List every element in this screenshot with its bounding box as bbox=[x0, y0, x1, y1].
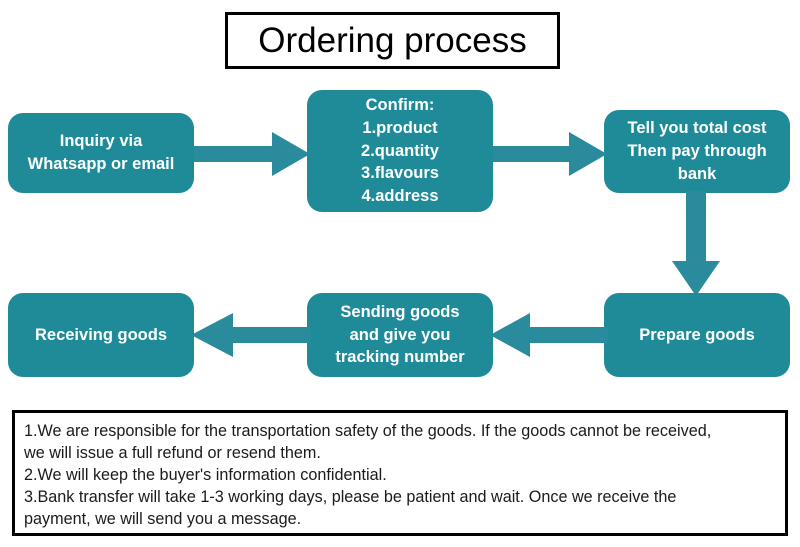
terms-note-line: 3.Bank transfer will take 1-3 working da… bbox=[24, 488, 677, 507]
node-line: Confirm: bbox=[365, 96, 435, 115]
process-node-inquiry: Inquiry via Whatsapp or email bbox=[8, 113, 194, 193]
node-line: Receiving goods bbox=[34, 325, 168, 344]
chart-title-box: Ordering process bbox=[225, 12, 560, 69]
process-node-confirm: Confirm: 1.product 2.quantity 3.flavours… bbox=[307, 90, 493, 212]
node-line: Whatsapp or email bbox=[27, 155, 175, 173]
arrow-right-icon bbox=[194, 128, 310, 180]
node-line: 1.product bbox=[362, 118, 438, 137]
terms-note-line: 1.We are responsible for the transportat… bbox=[24, 422, 712, 440]
arrow-down-icon bbox=[665, 191, 727, 296]
node-line: Tell you total cost bbox=[627, 119, 767, 138]
process-node-receiving-goods: Receiving goods bbox=[8, 293, 194, 377]
process-node-payment: Tell you total cost Then pay through ban… bbox=[604, 110, 790, 193]
node-line: 4.address bbox=[361, 187, 439, 206]
node-line: Inquiry via bbox=[59, 132, 143, 151]
process-node-sending-goods: Sending goods and give you tracking numb… bbox=[307, 293, 493, 377]
terms-note-line: we will issue a full refund or resend th… bbox=[24, 444, 321, 463]
terms-note-line: 2.We will keep the buyer's information c… bbox=[24, 466, 387, 485]
chart-title: Ordering process bbox=[258, 21, 527, 60]
arrow-left-icon bbox=[191, 309, 311, 361]
arrow-right-icon bbox=[493, 128, 607, 180]
terms-note-line: payment, we will send you a message. bbox=[24, 510, 302, 529]
node-line: 2.quantity bbox=[361, 141, 439, 160]
node-line: bank bbox=[677, 164, 717, 183]
node-line: tracking number bbox=[335, 348, 465, 367]
node-line: Prepare goods bbox=[639, 325, 755, 344]
node-line: 3.flavours bbox=[361, 164, 439, 183]
terms-note-box: 1.We are responsible for the transportat… bbox=[12, 410, 788, 536]
node-line: Then pay through bbox=[627, 142, 767, 161]
node-line: and give you bbox=[349, 325, 451, 344]
process-node-prepare-goods: Prepare goods bbox=[604, 293, 790, 377]
node-line: Sending goods bbox=[340, 302, 460, 321]
arrow-left-icon bbox=[490, 309, 608, 361]
